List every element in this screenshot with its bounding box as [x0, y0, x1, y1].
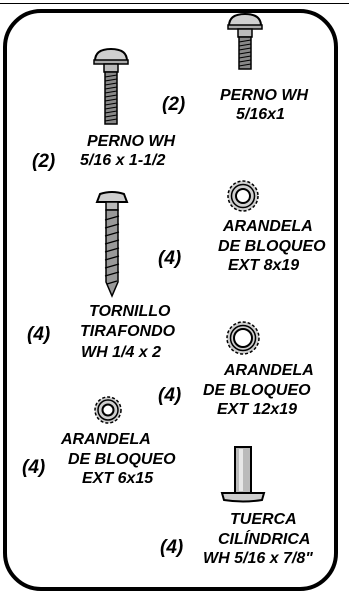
- lock-washer-6-size: EXT 6x15: [82, 470, 154, 487]
- lag-screw-qty: (4): [27, 324, 51, 345]
- lock-washer-8-qty: (4): [158, 248, 182, 269]
- carriage-bolt-short-qty: (2): [162, 94, 186, 115]
- lock-washer-12-size: EXT 12x19: [217, 401, 298, 418]
- lock-washer-8-icon: [227, 180, 259, 212]
- lock-washer-12-name: ARANDELA: [224, 362, 314, 379]
- barrel-nut-name2: CILÍNDRICA: [218, 531, 311, 548]
- lock-washer-6-icon: [94, 396, 122, 424]
- barrel-nut-qty: (4): [160, 537, 184, 558]
- carriage-bolt-short-name: PERNO WH: [220, 87, 308, 104]
- carriage-bolt-short-icon: [227, 12, 263, 70]
- lag-screw-size: WH 1/4 x 2: [81, 344, 162, 361]
- carriage-bolt-long-size: 5/16 x 1-1/2: [80, 152, 166, 169]
- lag-screw-icon: [95, 191, 129, 298]
- lock-washer-8-name: ARANDELA: [223, 218, 313, 235]
- hardware-frame: [3, 9, 338, 591]
- carriage-bolt-long-name: PERNO WH: [87, 133, 175, 150]
- lock-washer-12-name2: DE BLOQUEO: [203, 382, 311, 399]
- carriage-bolt-long-icon: [93, 47, 129, 125]
- lock-washer-8-size: EXT 8x19: [228, 257, 300, 274]
- carriage-bolt-long-qty: (2): [32, 151, 56, 172]
- barrel-nut-size: WH 5/16 x 7/8": [203, 550, 313, 567]
- lag-screw-name: TORNILLO: [89, 303, 171, 320]
- barrel-nut-icon: [220, 446, 266, 503]
- lock-washer-8-name2: DE BLOQUEO: [218, 238, 326, 255]
- lock-washer-6-qty: (4): [22, 457, 46, 478]
- top-rule: [0, 3, 349, 4]
- lag-screw-name2: TIRAFONDO: [80, 323, 176, 340]
- lock-washer-6-name: ARANDELA: [61, 431, 151, 448]
- carriage-bolt-short-size: 5/16x1: [236, 106, 285, 123]
- lock-washer-6-name2: DE BLOQUEO: [68, 451, 176, 468]
- lock-washer-12-qty: (4): [158, 385, 182, 406]
- lock-washer-12-icon: [226, 321, 260, 355]
- barrel-nut-name: TUERCA: [230, 511, 297, 528]
